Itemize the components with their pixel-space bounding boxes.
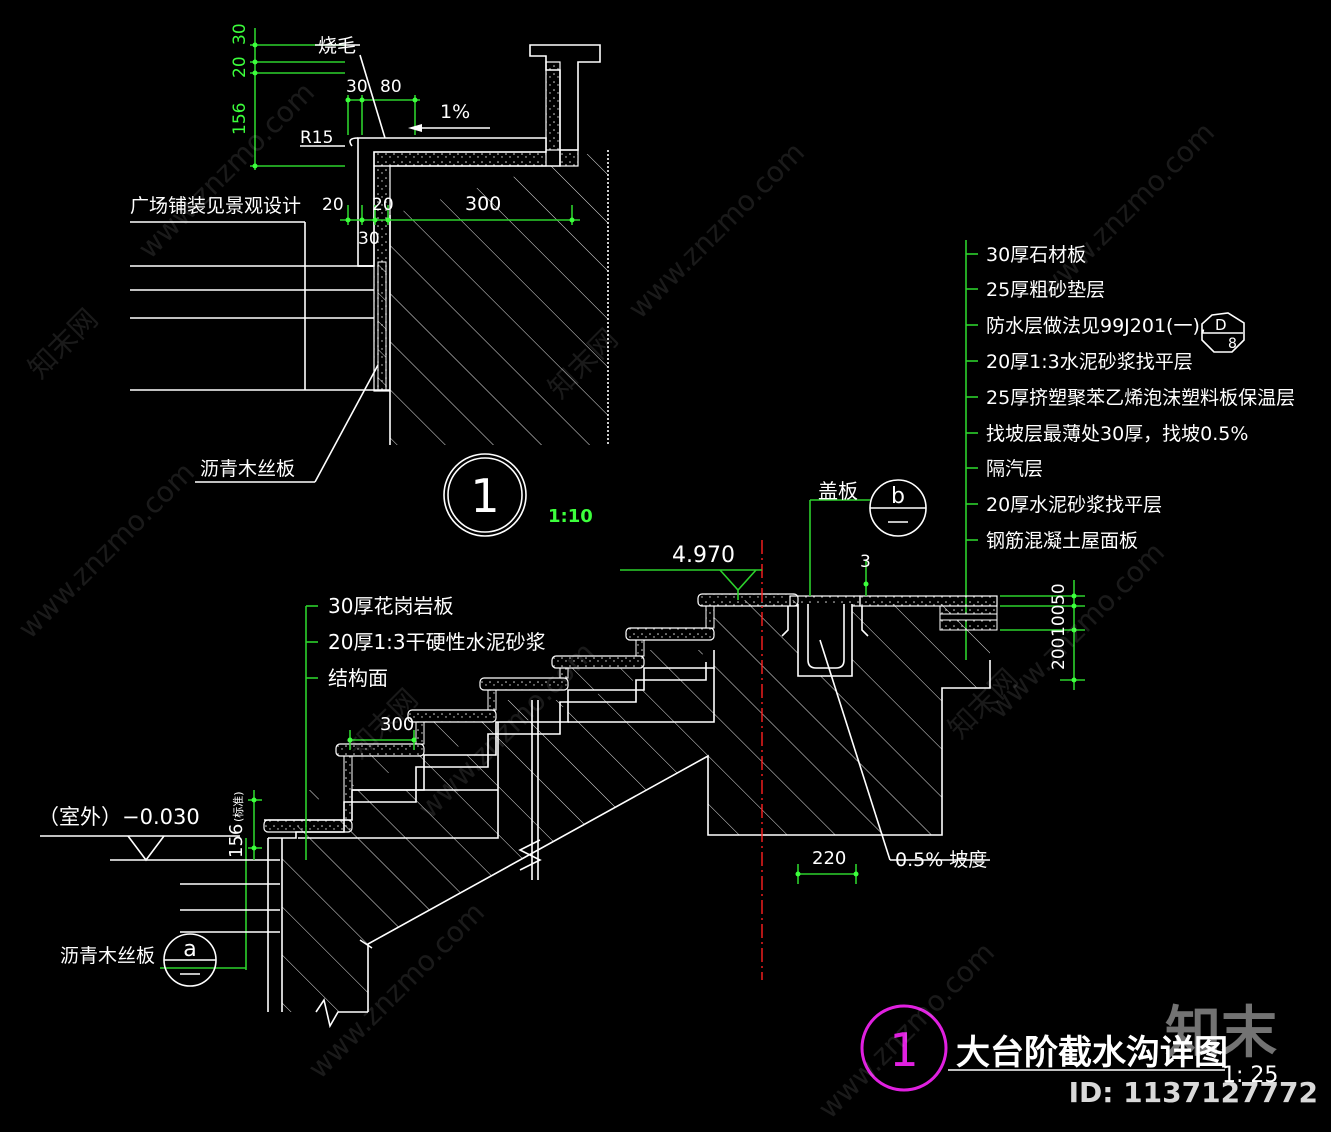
section-number: 1 [470, 469, 499, 523]
wm-site-4: www.znzmo.com [12, 456, 201, 645]
dim-220: 220 [812, 848, 846, 869]
step-layer-1: 30厚花岗岩板 [328, 594, 453, 618]
wm-site-3: www.znzmo.com [1032, 116, 1221, 305]
dim-right-50: 50 [1049, 583, 1069, 605]
drawing-title: 1 大台阶截水沟详图 1: 25 [860, 1004, 1278, 1092]
dim-v-156: 156 [230, 103, 250, 135]
slope-label: 0.5% 坡度 [895, 849, 987, 871]
dim-300: 300 [380, 714, 414, 735]
layer-4: 20厚1:3水泥砂浆找平层 [986, 351, 1193, 373]
step-layer-3: 结构面 [328, 666, 388, 690]
dim-v-20: 20 [230, 56, 250, 78]
stair-concrete-body [282, 600, 990, 1012]
dim-30b: 30 [358, 229, 380, 249]
dim-30: 30 [346, 77, 368, 97]
label-shaomao: 烧毛 [318, 35, 356, 57]
top-stone-paving [529, 44, 601, 151]
dim-b-20b: 20 [372, 195, 394, 215]
layer-2: 25厚粗砂垫层 [986, 279, 1105, 301]
scale-1-10: 1:10 [548, 506, 593, 527]
layer-3: 防水层做法见99J201(一), [986, 315, 1206, 337]
elevation-4970: 4.970 [620, 543, 762, 600]
drain-trench [781, 595, 998, 677]
dim-80: 80 [380, 77, 402, 97]
dim-right-100: 100 [1049, 605, 1069, 637]
layer-6: 找坡层最薄处30厚，找坡0.5% [986, 423, 1248, 445]
dim-v-30: 30 [230, 23, 250, 45]
top-dimensions [250, 28, 580, 225]
detail-ref-d8: D 8 [1201, 312, 1245, 353]
wm-site-1: www.znzmo.com [132, 76, 321, 265]
dim-3: 3 [860, 552, 871, 572]
section-marker-1: 1 [443, 453, 527, 537]
ref-d-top: D [1215, 316, 1227, 334]
layer-list-right: 30厚石材板 25厚粗砂垫层 防水层做法见99J201(一), 20厚1:3水泥… [965, 240, 1295, 660]
step-height: 156 [226, 824, 247, 858]
wm-site-2: www.znzmo.com [622, 136, 811, 325]
wm-brand: 知末 [1165, 1001, 1277, 1066]
elevation-outdoor: （室外）−0.030 [38, 805, 280, 933]
main-section: 4.970 （室外）−0.030 [38, 479, 1085, 1029]
radius-r15: R15 [300, 128, 333, 148]
wm-site-8: www.znzmo.com [812, 936, 1001, 1125]
dim-b-300: 300 [465, 193, 501, 215]
top-concrete-block [390, 150, 608, 445]
detail-top-section: 30 20 156 烧毛 30 80 1% R15 广场铺装见景观设计 20 2… [130, 23, 609, 537]
wm-site-cn-1: 知末网 [22, 302, 105, 385]
dim-b-20a: 20 [322, 195, 344, 215]
layer-8: 20厚水泥砂浆找平层 [986, 494, 1162, 516]
ref-circle-b: b [869, 479, 927, 537]
layer-1: 30厚石材板 [986, 244, 1086, 266]
outdoor-label: （室外）−0.030 [38, 805, 200, 829]
title-text: 大台阶截水沟详图 [956, 1033, 1228, 1073]
plaza-paving-lines [130, 221, 390, 391]
layer-7: 隔汽层 [986, 458, 1043, 480]
ref-a-label: a [183, 937, 196, 962]
step-layer-2: 20厚1:3干硬性水泥砂浆 [328, 630, 546, 654]
wm-id: ID: 1137127772 [1069, 1076, 1318, 1109]
layer-9: 钢筋混凝土屋面板 [986, 530, 1138, 552]
plaza-note: 广场铺装见景观设计 [130, 195, 301, 217]
ref-d-bottom: 8 [1228, 336, 1237, 352]
title-number: 1 [889, 1023, 918, 1077]
title-scale: 1: 25 [1222, 1063, 1278, 1088]
layer-5: 25厚挤塑聚苯乙烯泡沫塑料板保温层 [986, 387, 1295, 409]
dim-right-200: 200 [1049, 638, 1069, 670]
slope-1pct: 1% [440, 101, 470, 123]
asphalt-main: 沥青木丝板 [60, 945, 155, 967]
elevation-top: 4.970 [672, 543, 735, 568]
stair-steps [263, 593, 799, 839]
ref-b-label: b [891, 484, 905, 509]
ref-circle-a: a [163, 933, 217, 987]
step-height-note: (标准) [231, 791, 245, 822]
cover-plate-label: 盖板 [818, 479, 858, 503]
asphalt-top: 沥青木丝板 [200, 458, 295, 480]
